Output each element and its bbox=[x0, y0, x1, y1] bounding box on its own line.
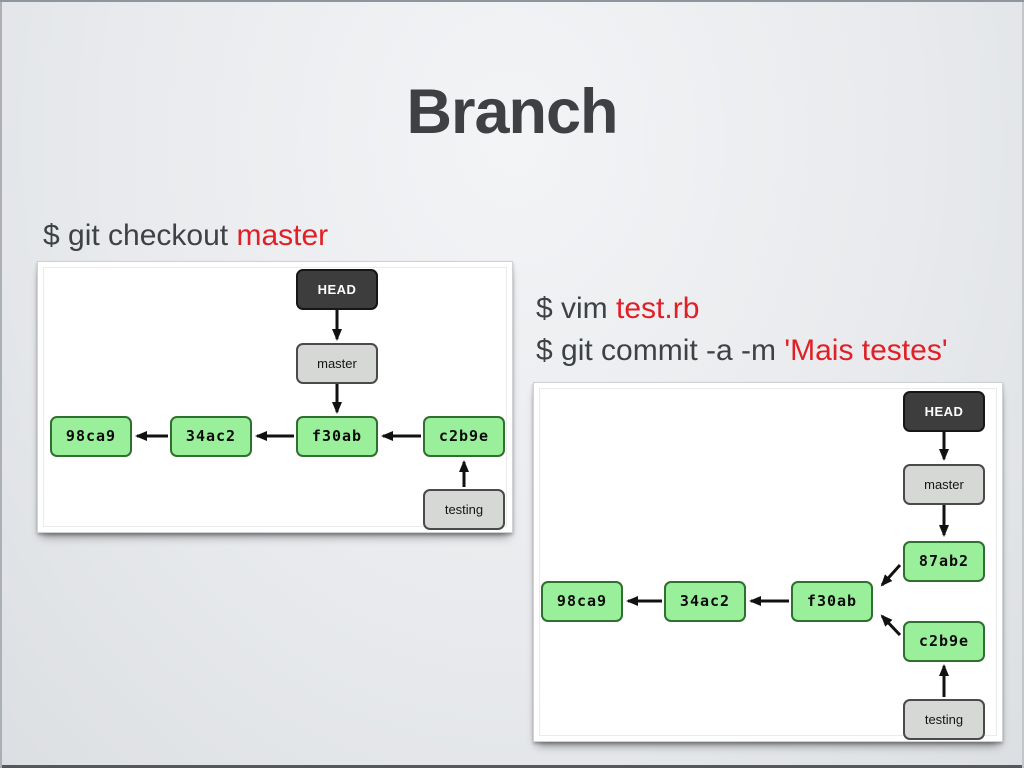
node-98ca9: 98ca9 bbox=[50, 416, 132, 457]
node-testing: testing bbox=[903, 699, 985, 740]
command-checkout-arg: master bbox=[236, 219, 329, 252]
diagram-card-after: HEAD master 87ab2 98ca9 34ac2 f30ab c2b9… bbox=[533, 382, 1003, 742]
command-commit-arg: 'Mais testes' bbox=[784, 334, 948, 367]
command-commit: $ git commit -a -m 'Mais testes' bbox=[536, 334, 948, 368]
diagram-after-frame bbox=[539, 388, 997, 736]
command-checkout-prefix: $ git checkout bbox=[43, 219, 237, 252]
node-c2b9e: c2b9e bbox=[423, 416, 505, 457]
node-f30ab: f30ab bbox=[791, 581, 873, 622]
command-vim-prefix: $ vim bbox=[536, 292, 617, 325]
diagram-after-arrows bbox=[626, 432, 949, 697]
node-master: master bbox=[903, 464, 985, 505]
node-98ca9: 98ca9 bbox=[541, 581, 623, 622]
arrow-c2b9e-to-f30ab bbox=[880, 614, 902, 637]
diagram-before-arrows bbox=[135, 310, 469, 487]
diagram-before-frame bbox=[43, 267, 507, 527]
node-testing: testing bbox=[423, 489, 505, 530]
node-34ac2: 34ac2 bbox=[170, 416, 252, 457]
node-head: HEAD bbox=[296, 269, 378, 310]
node-c2b9e: c2b9e bbox=[903, 621, 985, 662]
command-vim-arg: test.rb bbox=[616, 292, 700, 325]
node-34ac2: 34ac2 bbox=[664, 581, 746, 622]
command-checkout: $ git checkout master bbox=[43, 219, 328, 253]
node-87ab2: 87ab2 bbox=[903, 541, 985, 582]
diagram-card-before: HEAD master 98ca9 34ac2 f30ab c2b9e test… bbox=[37, 261, 513, 533]
arrow-87ab2-to-f30ab bbox=[880, 563, 902, 587]
node-head: HEAD bbox=[903, 391, 985, 432]
node-master: master bbox=[296, 343, 378, 384]
node-f30ab: f30ab bbox=[296, 416, 378, 457]
command-vim: $ vim test.rb bbox=[536, 292, 699, 326]
command-commit-prefix: $ git commit -a -m bbox=[536, 334, 785, 367]
slide-title: Branch bbox=[406, 77, 618, 147]
